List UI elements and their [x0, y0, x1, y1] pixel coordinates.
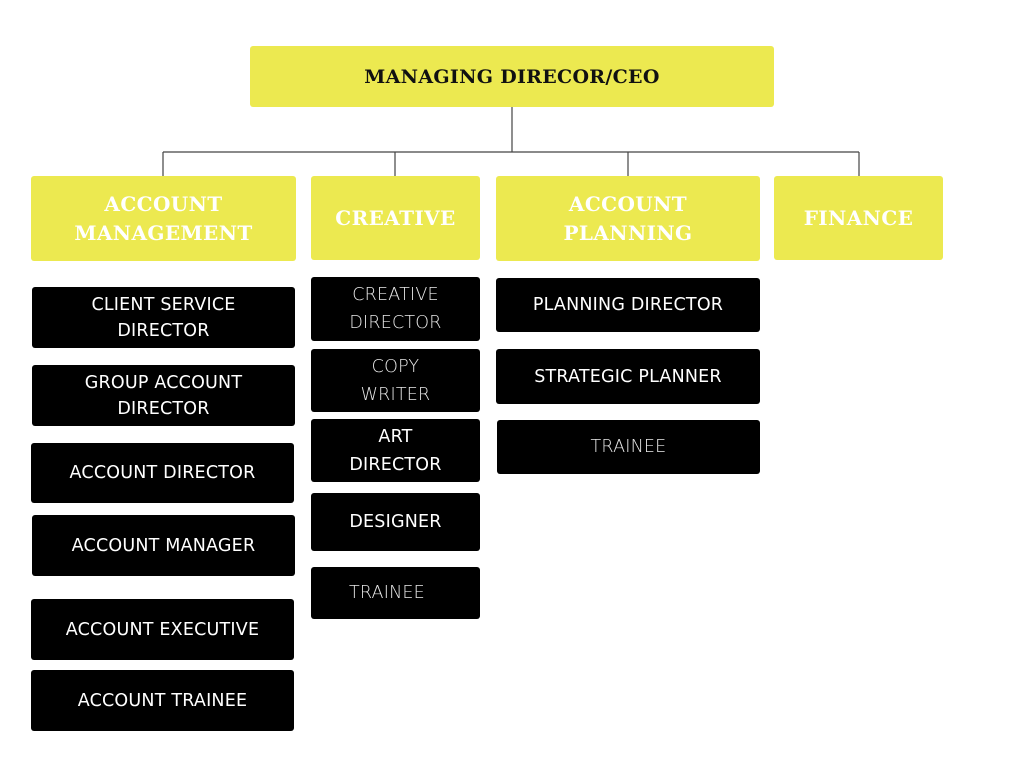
department-finance: FINANCE — [774, 176, 943, 260]
role-label: STRATEGIC PLANNER — [534, 366, 722, 387]
role-label: TRAINEE — [349, 583, 425, 603]
role-box: COPY WRITER — [311, 349, 480, 412]
role-box: ACCOUNT TRAINEE — [31, 670, 294, 731]
role-box: PLANNING DIRECTOR — [496, 278, 760, 332]
department-label: CREATIVE — [335, 205, 456, 230]
department-account-planning: ACCOUNT PLANNING — [496, 176, 760, 261]
role-box: ART DIRECTOR — [311, 419, 480, 482]
role-box: ACCOUNT EXECUTIVE — [31, 599, 294, 660]
role-box: CREATIVE DIRECTOR — [311, 277, 480, 341]
role-label: CREATIVE DIRECTOR — [349, 285, 442, 333]
department-label: FINANCE — [803, 205, 914, 230]
role-box: ACCOUNT DIRECTOR — [31, 443, 294, 503]
role-box: ACCOUNT MANAGER — [32, 515, 295, 576]
role-label: ACCOUNT DIRECTOR — [69, 463, 256, 483]
role-label: ACCOUNT MANAGER — [71, 535, 256, 556]
role-label: GROUP ACCOUNT DIRECTOR — [84, 372, 243, 419]
role-label: ART DIRECTOR — [349, 426, 442, 475]
role-box: CLIENT SERVICE DIRECTOR — [32, 287, 295, 348]
role-label: COPY WRITER — [360, 356, 431, 405]
role-box: GROUP ACCOUNT DIRECTOR — [32, 365, 295, 426]
ceo-box: MANAGING DIRECOR/CEO — [250, 46, 774, 107]
department-label: ACCOUNT PLANNING — [563, 191, 693, 245]
role-box: DESIGNER — [311, 493, 480, 551]
role-label: CLIENT SERVICE DIRECTOR — [91, 294, 236, 341]
role-box: STRATEGIC PLANNER — [496, 349, 760, 404]
role-box: TRAINEE — [497, 420, 760, 474]
role-label: PLANNING DIRECTOR — [532, 295, 724, 315]
ceo-label: MANAGING DIRECOR/CEO — [364, 65, 660, 88]
role-label: TRAINEE — [590, 437, 667, 457]
role-label: ACCOUNT EXECUTIVE — [65, 619, 260, 640]
department-account-management: ACCOUNT MANAGEMENT — [31, 176, 296, 261]
department-label: ACCOUNT MANAGEMENT — [74, 191, 253, 245]
department-creative: CREATIVE — [311, 176, 480, 260]
role-label: DESIGNER — [349, 512, 442, 532]
role-label: ACCOUNT TRAINEE — [77, 690, 248, 711]
role-box: TRAINEE — [311, 567, 480, 619]
